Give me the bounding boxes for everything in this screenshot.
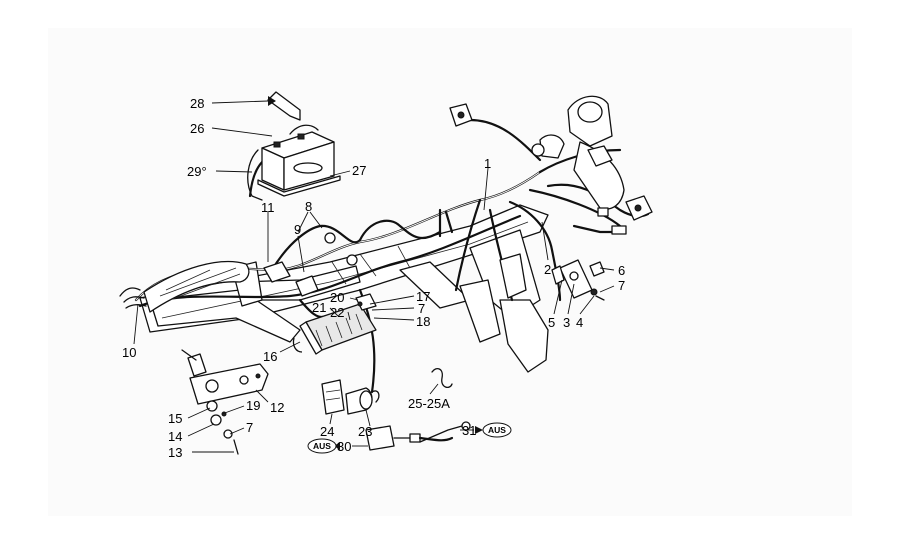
callout-11: 11 [261, 200, 275, 215]
callout-12: 12 [270, 400, 284, 415]
callout-30: 30 [337, 439, 351, 454]
fuse-box [292, 293, 377, 355]
callout-3: 3 [563, 315, 570, 330]
aus-badge-left-text: AUS [313, 441, 331, 451]
callout-27: 27 [352, 163, 366, 178]
callout-19: 19 [246, 398, 260, 413]
callout-22: 22 [330, 305, 344, 320]
callout-28: 28 [190, 96, 204, 111]
callout-29: 29° [187, 164, 207, 179]
callout-2: 2 [544, 262, 551, 277]
callout-4: 4 [576, 315, 583, 330]
battery-logo-icon [293, 162, 323, 174]
aus-badge-left: AUS [307, 438, 337, 454]
callout-13: 13 [168, 445, 182, 460]
terminal-cover-icon [267, 91, 301, 121]
callout-6: 6 [618, 263, 625, 278]
aus-badge-right-text: AUS [488, 425, 506, 435]
washer-icon [206, 400, 218, 412]
callout-9: 9 [294, 222, 301, 237]
callout-25-25a: 25-25A [408, 396, 450, 411]
callout-16: 16 [263, 349, 277, 364]
callout-10: 10 [122, 345, 136, 360]
aus-badge-right: AUS [482, 422, 512, 438]
callout-15: 15 [168, 411, 182, 426]
callout-31: 31 [462, 423, 476, 438]
mounting-plate [181, 349, 269, 455]
battery-group [247, 91, 341, 201]
leader-lines [133, 100, 615, 453]
cable-clip-icon [431, 367, 453, 389]
callout-26: 26 [190, 121, 204, 136]
rectifier-icon [365, 425, 395, 451]
callout-23: 23 [358, 424, 372, 439]
callout-5: 5 [548, 315, 555, 330]
callout-7-right: 7 [618, 278, 625, 293]
callout-1: 1 [484, 156, 491, 171]
callout-24: 24 [320, 424, 334, 439]
battery-terminal-icon [273, 141, 281, 148]
lower-components [321, 367, 471, 451]
callout-18: 18 [416, 314, 430, 329]
callout-21: 21 [312, 300, 326, 315]
horn-bracket [499, 253, 605, 301]
relay-icon [321, 379, 345, 415]
callout-17: 17 [416, 289, 430, 304]
callout-7-left: 7 [246, 420, 253, 435]
left-connectors [119, 232, 358, 313]
callout-8: 8 [305, 199, 312, 214]
frame-assembly [139, 204, 549, 373]
callout-14: 14 [168, 429, 182, 444]
callout-7-center: 7 [418, 301, 425, 316]
callout-labels: 28 26 29° 27 1 11 8 9 2 6 7 5 3 4 20 17 … [122, 96, 625, 460]
dashboard-instruments [449, 95, 653, 235]
callout-20: 20 [330, 290, 344, 305]
